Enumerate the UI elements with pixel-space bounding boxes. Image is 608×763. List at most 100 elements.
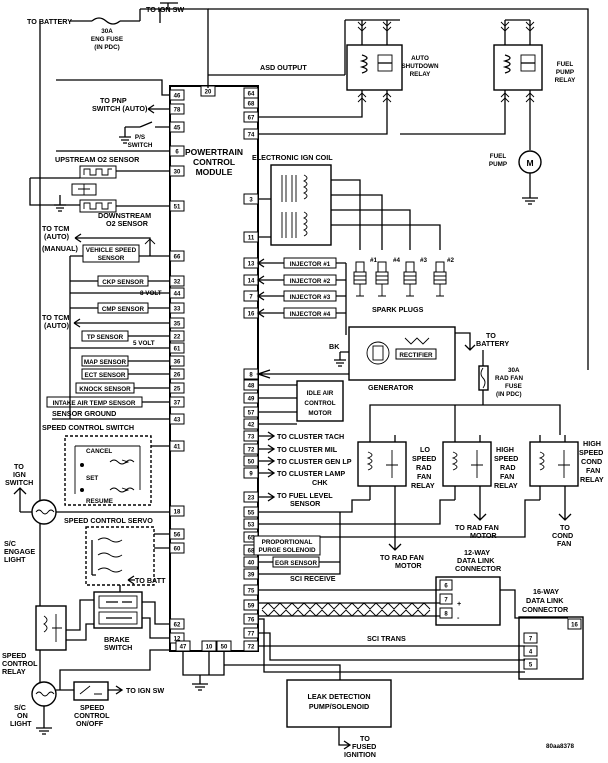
to-fused-label-2: FUSED [352, 742, 376, 751]
brake-switch-label-2: SWITCH [104, 643, 132, 652]
pcm-pin-14: 14 [248, 279, 255, 285]
hs-cond-label-4: FAN [586, 466, 600, 475]
downstream-o2-label-2: O2 SENSOR [106, 219, 149, 228]
to-ign-switch-left-label-2: IGN [13, 470, 26, 479]
sc-on-light-label-3: LIGHT [10, 719, 32, 728]
pcm-pin-48: 48 [248, 384, 255, 390]
hs-cond-label-5: RELAY [580, 475, 604, 484]
leak-detection-label-2: PUMP/SOLENOID [309, 702, 369, 711]
iat-sensor-label: INTAKE AIR TEMP SENSOR [53, 400, 136, 407]
pcm-pin-68: 68 [248, 102, 255, 108]
dlc12-label-3: CONNECTOR [455, 564, 502, 573]
auto-shutdown-relay: AUTO SHUTDOWN RELAY [258, 19, 439, 135]
pcm-pin-32: 32 [174, 280, 181, 286]
pcm-pin-13: 13 [248, 262, 255, 268]
to-ign-switch-left-label-1: TO [14, 462, 24, 471]
spark-plug-icon [403, 261, 417, 297]
sc-onoff-label-1: SPEED [80, 703, 104, 712]
rad-fan-fuse-label-3: FUSE [505, 383, 522, 390]
pcm-title-line1: POWERTRAIN [185, 147, 243, 157]
upstream-o2-label: UPSTREAM O2 SENSOR [55, 155, 140, 164]
to-tcm2-label-1: TO TCM [42, 313, 69, 322]
scr-label-2: CONTROL [2, 659, 38, 668]
pcm-pin-45: 45 [174, 126, 181, 132]
fuel-pump-ground [522, 173, 538, 205]
fpr-label-1: FUEL [557, 61, 574, 68]
dlc12-pin-8: 8 [444, 612, 448, 618]
downstream-o2-label-1: DOWNSTREAM [98, 211, 151, 220]
pcm-pin-75: 75 [248, 589, 255, 595]
spark-plug-icon [353, 261, 367, 297]
pcm-pin-76: 76 [248, 618, 255, 624]
pcm-pin-7: 7 [249, 295, 253, 301]
scr-label-1: SPEED [2, 651, 26, 660]
five-volt-label: 5 VOLT [133, 340, 155, 347]
to-tcm2-label-2: (AUTO) [44, 321, 70, 330]
to-fused-label-1: TO [360, 734, 370, 743]
speed-control-servo: SPEED CONTROL SERVO TO BATT [64, 516, 170, 603]
pcm-pin-43: 43 [174, 418, 181, 424]
rad-fan-fuse: 30A RAD FAN FUSE (IN PDC) [369, 350, 561, 435]
resume-label: RESUME [86, 498, 113, 505]
lo-speed-label-2: SPEED [412, 454, 436, 463]
pcm-pin-6: 6 [175, 150, 179, 156]
pcm-title-line3: MODULE [196, 167, 233, 177]
brake-switch-label-1: BRAKE [104, 635, 130, 644]
speed-control-relay: SPEED CONTROL RELAY [2, 599, 94, 676]
vss-label-1: VEHICLE SPEED [86, 247, 137, 254]
rectifier-label: RECTIFIER [399, 352, 433, 359]
ps-switch-label-2: SWITCH [128, 142, 153, 149]
to-fused-label-3: IGNITION [344, 750, 376, 759]
data-link-connectors: 12-WAY DATA LINK CONNECTOR 678 + - SCI R… [258, 548, 584, 680]
ppurge-label-1: PROPORTIONAL [262, 539, 313, 546]
pcm-pin-39: 39 [248, 573, 255, 579]
pcm-pin-10: 10 [206, 645, 213, 651]
set-label: SET [86, 475, 98, 482]
to-pnp-label-1: TO PNP [100, 96, 127, 105]
top-power-feed: TO BATTERY TO IGN SW 30A ENG FUSE (IN PD… [27, 2, 589, 694]
to-cond-fan-label-2: COND [552, 531, 573, 540]
dlc12-plus: + [457, 599, 461, 608]
pcm-pin-22: 22 [174, 335, 181, 341]
pcm-pin-66: 66 [174, 255, 181, 261]
hs-label-2: SPEED [494, 454, 518, 463]
ign-coil-label: ELECTRONIC IGN COIL [252, 153, 333, 162]
fpr-label-2: PUMP [556, 69, 574, 76]
plug-4-label: #4 [393, 257, 401, 264]
pcm-pin-49: 49 [248, 397, 255, 403]
asd-output-label: ASD OUTPUT [260, 63, 307, 72]
purge-egr: PROPORTIONAL PURGE SOLENOID EGR SENSOR [253, 512, 341, 575]
to-batt-mid-label: TO BATT [135, 576, 166, 585]
pcm-pin-8: 8 [249, 373, 253, 379]
dlc16-pin-16: 16 [571, 623, 578, 629]
pcm-pin-73: 73 [248, 435, 255, 441]
to-rad-fan-r-label-2: MOTOR [470, 531, 497, 540]
pcm-title-line2: CONTROL [193, 157, 235, 167]
plug-1-label: #1 [370, 257, 378, 264]
iac-label-3: MOTOR [308, 410, 332, 417]
spark-plugs-label: SPARK PLUGS [372, 305, 424, 314]
hs-cond-label-2: SPEED [579, 448, 603, 457]
generator: RECTIFIER GENERATOR BK TO BATTERY [255, 326, 509, 392]
hs-label-4: FAN [500, 472, 514, 481]
to-rad-fan-l-label-2: MOTOR [395, 561, 422, 570]
fuel-pump-label-1: FUEL [490, 153, 507, 160]
eng-fuse-label-1: 30A [101, 28, 113, 35]
to-ign-sw-bottom-label: TO IGN SW [126, 686, 164, 695]
to-rad-fan-l-label-1: TO RAD FAN [380, 553, 424, 562]
fuel-pump-relay: FUEL PUMP RELAY [400, 19, 576, 150]
pcm-pin-64: 64 [248, 92, 255, 98]
sensor-group: CKP SENSOR 8 VOLT CMP SENSOR TO TCM (AUT… [42, 256, 170, 420]
pcm-pin-62: 62 [174, 623, 181, 629]
pcm-pin-11: 11 [248, 236, 255, 242]
dlc16-pin-4: 4 [529, 650, 533, 656]
hs-cond-label-3: COND [581, 457, 602, 466]
sensor-ground-label: SENSOR GROUND [52, 409, 116, 418]
pcm-pin-77: 77 [248, 632, 255, 638]
idle-air-control: IDLE AIR CONTROL MOTOR [258, 380, 344, 425]
speed-control-switch: SPEED CONTROL SWITCH CANCEL SET RESUME [42, 423, 170, 506]
to-pnp-label-2: SWITCH (AUTO) [92, 104, 148, 113]
pcm-pin-23: 23 [248, 496, 255, 502]
